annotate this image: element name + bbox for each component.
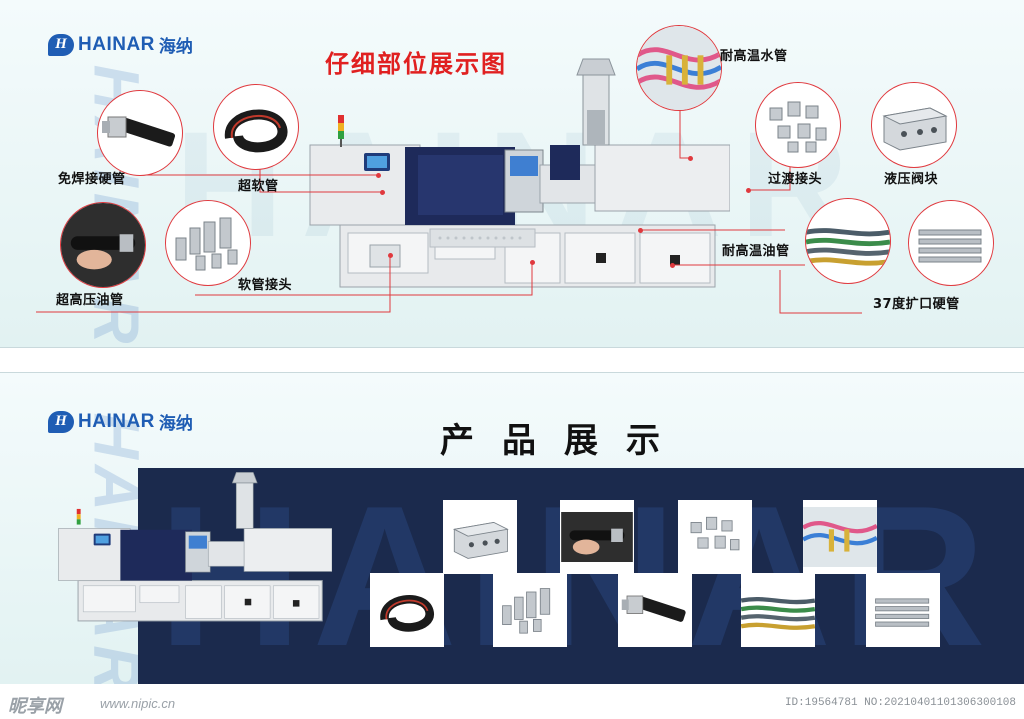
circle-hose-connector [165,200,251,286]
circle-heat-resistant-oil-pipe [805,198,891,284]
callout-dot [380,190,385,195]
circle-transition-joint [755,82,841,168]
label-hose-connector: 软管接头 [238,278,293,293]
circle-hydraulic-valve-block [871,82,957,168]
site-logo: 昵享网 [8,696,62,717]
hand-holding-hose-photo-icon [561,512,633,562]
hose-connectors-photo-icon [502,588,551,634]
circle-super-soft-hose [213,84,299,170]
product-tile [866,573,940,647]
product-tile [370,573,444,647]
stock-footer: 昵享网 www.nipic.cn ID:19564781 NO:20210401… [0,684,1024,719]
hose-connectors-photo-icon [175,217,238,271]
hand-holding-hose-photo-icon [61,203,145,287]
product-title: 产品展示 [440,421,688,461]
brand-logo: H HAINAR 海纳 [48,409,193,434]
circle-ultra-high-pressure-oil-pipe [60,202,146,288]
circle-welding-free-hard-pipe [97,90,183,176]
product-tile [443,500,517,574]
label-heat-resistant-oil-pipe: 耐高温油管 [722,244,790,259]
colored-water-hoses-photo-icon [803,507,877,567]
product-tile [678,500,752,574]
flared-pipes-photo-icon [875,598,930,627]
brand-logo: H HAINAR 海纳 [48,32,193,57]
valve-block-photo-icon [452,521,509,559]
colored-water-hoses-photo-icon [637,26,721,110]
detail-panel: HAINAR HAINAR H HAINAR 海纳 仔细部位展示图 [0,0,1024,348]
label-ultra-high-pressure-oil-pipe: 超高压油管 [56,293,124,308]
coiled-hose-photo-icon [380,595,434,632]
product-tile [618,573,692,647]
label-heat-resistant-water-pipe: 耐高温水管 [720,49,788,64]
label-37-degree-flared-pipe: 37度扩口硬管 [873,297,960,312]
callout-dot [688,156,693,161]
image-id: ID:19564781 NO:20210401101306300108 [784,697,1016,709]
logo-name-en: HAINAR [78,33,155,55]
logo-mark-icon: H [48,410,74,433]
callout-dot [670,263,675,268]
logo-mark-icon: H [48,33,74,56]
hard-pipe-fitting-photo-icon [621,595,686,622]
detail-title: 仔细部位展示图 [325,50,507,78]
callout-dot [638,228,643,233]
logo-name-cn: 海纳 [158,37,193,57]
braided-hoses-photo-icon [741,596,815,630]
product-tile [803,500,877,574]
circle-37-degree-flared-pipe [908,200,994,286]
flared-pipes-photo-icon [918,229,982,263]
label-welding-free-hard-pipe: 免焊接硬管 [58,172,126,187]
product-tile [493,573,567,647]
product-tile [741,573,815,647]
product-panel: HAINAR H HAINAR 海纳 HAINAR [0,372,1024,684]
logo-name-cn: 海纳 [158,414,193,434]
valve-block-photo-icon [882,107,948,151]
injection-molding-machine-icon [58,472,332,622]
product-tile [560,500,634,574]
label-hydraulic-valve-block: 液压阀块 [884,172,939,187]
callout-dot [376,173,381,178]
circle-heat-resistant-water-pipe [636,25,722,111]
product-band: HAINAR [138,468,1024,684]
logo-name-en: HAINAR [78,410,155,432]
coiled-hose-photo-icon [224,109,288,153]
callout-dot [388,253,393,258]
callout-dot [746,188,751,193]
adapter-fittings-photo-icon [769,101,827,153]
site-url: www.nipic.cn [100,696,176,711]
adapter-fittings-photo-icon [690,516,740,551]
callout-dot [530,260,535,265]
hard-pipe-fitting-photo-icon [102,116,176,147]
braided-hoses-photo-icon [806,228,890,266]
label-super-soft-hose: 超软管 [238,179,279,194]
label-transition-joint: 过渡接头 [768,172,823,187]
